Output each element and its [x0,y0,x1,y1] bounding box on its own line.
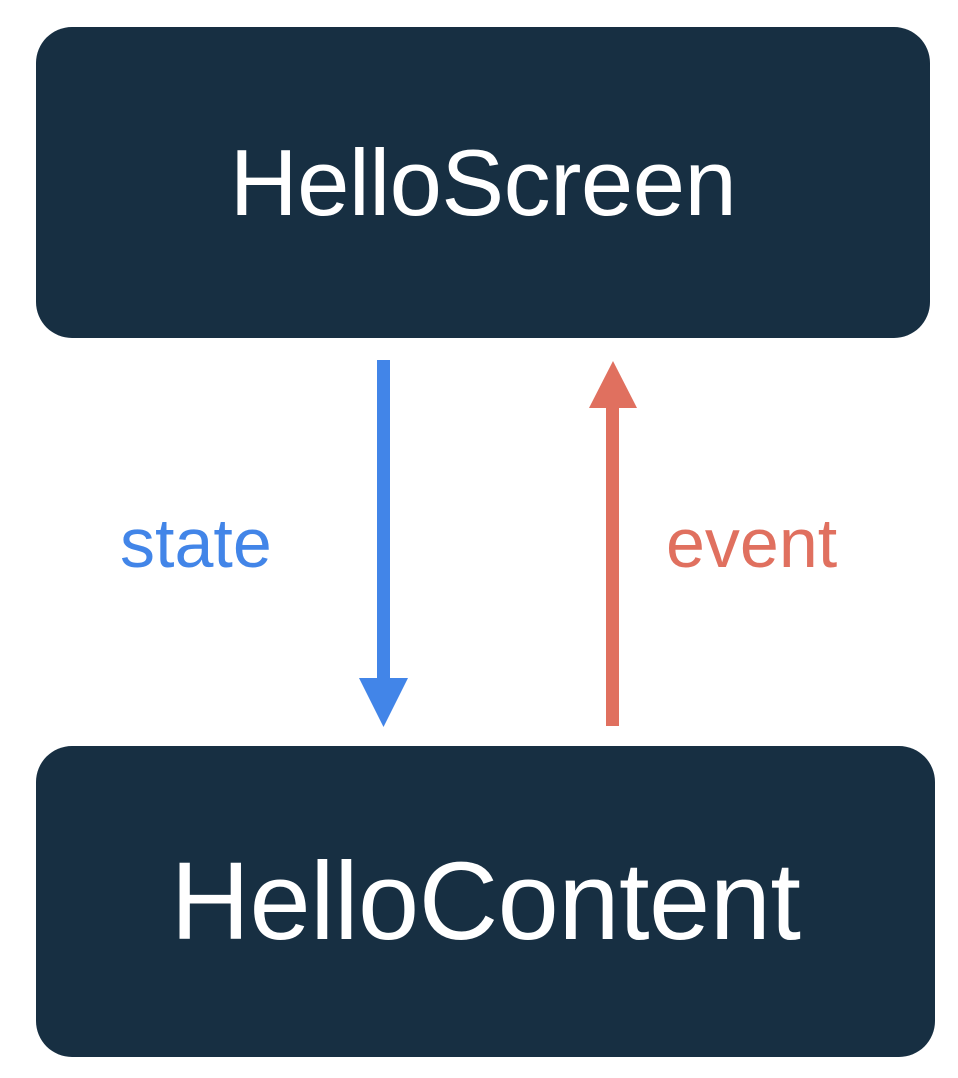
state-arrow-down[interactable] [359,360,408,727]
edge-label-state: state [120,504,272,582]
event-arrow-up[interactable] [589,361,637,726]
edge-label-event: event [666,504,838,582]
node-hello-screen-label: HelloScreen [229,129,737,235]
node-hello-screen[interactable]: HelloScreen [36,27,930,338]
node-hello-content-label: HelloContent [170,839,801,963]
node-hello-content[interactable]: HelloContent [36,746,935,1057]
